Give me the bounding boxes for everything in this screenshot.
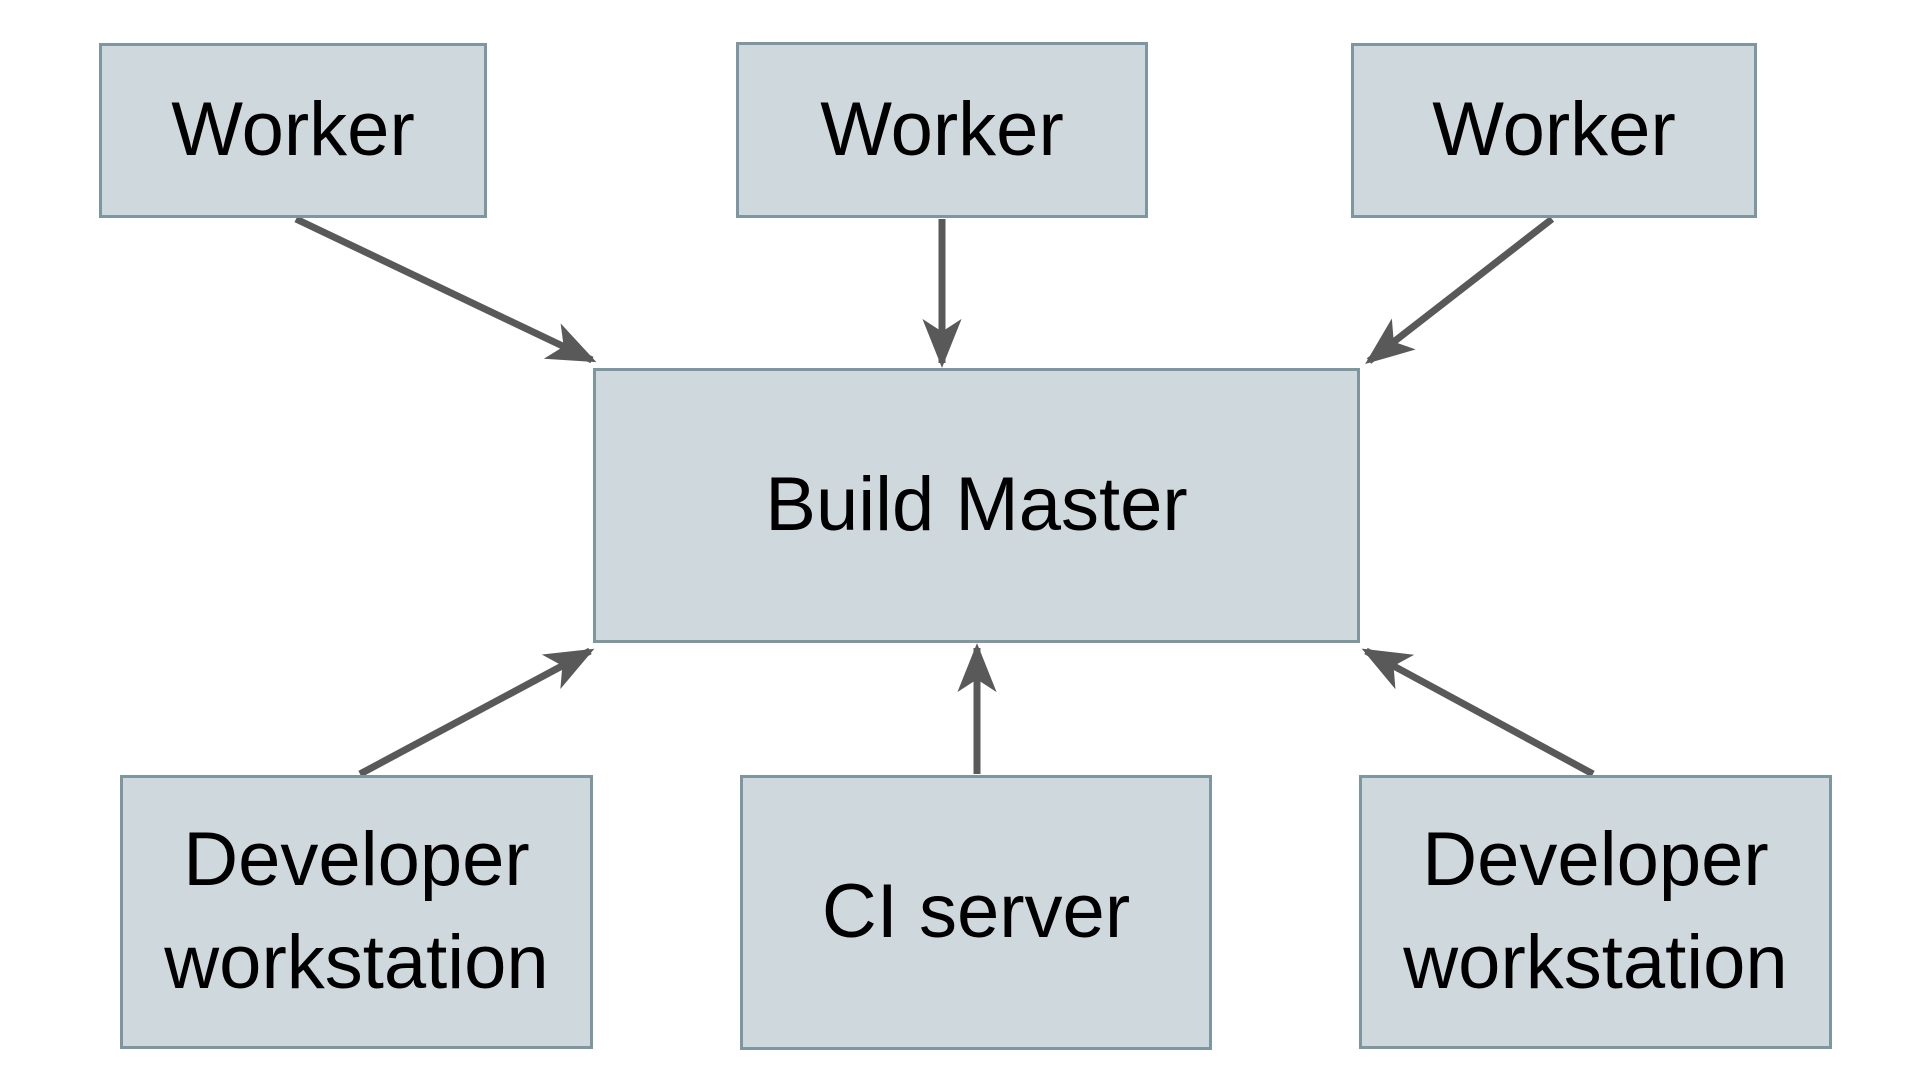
node-ci-server-label: CI server	[821, 869, 1131, 955]
node-developer-workstation-right: Developer workstation	[1359, 775, 1832, 1049]
node-worker-3: Worker	[1351, 43, 1757, 218]
node-build-master: Build Master	[593, 368, 1360, 643]
node-worker-3-label: Worker	[1432, 87, 1676, 173]
node-worker-2-label: Worker	[820, 86, 1064, 172]
arrow-worker-3-to-build-master	[1365, 216, 1555, 365]
node-developer-workstation-left-label: Developer workstation	[164, 817, 549, 1005]
node-worker-1: Worker	[99, 43, 487, 218]
node-developer-workstation-left: Developer workstation	[120, 775, 593, 1049]
arrow-worker-1-to-build-master	[294, 215, 597, 364]
node-worker-1-label: Worker	[171, 87, 415, 173]
node-worker-2: Worker	[736, 42, 1148, 218]
node-ci-server: CI server	[740, 775, 1212, 1050]
arrow-developer-workstation-left-to-build-master	[358, 647, 595, 778]
node-build-master-label: Build Master	[765, 462, 1188, 548]
node-developer-workstation-right-label: Developer workstation	[1403, 817, 1788, 1005]
arrow-developer-workstation-right-to-build-master	[1361, 647, 1595, 778]
